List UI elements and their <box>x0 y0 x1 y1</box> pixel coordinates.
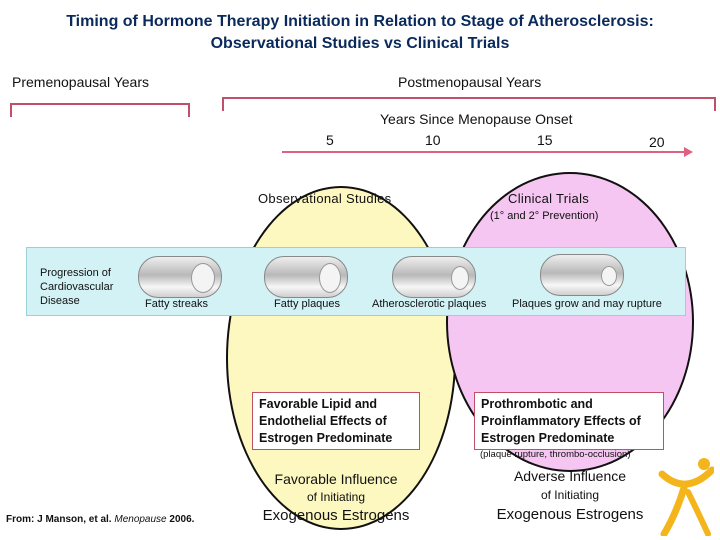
favorable-influence-object: Exogenous Estrogens <box>262 507 410 524</box>
timeline-arrow <box>282 147 693 157</box>
adverse-influence-headline: Adverse Influence <box>513 468 627 484</box>
postmenopausal-bracket <box>222 97 716 111</box>
citation-year: 2006. <box>169 514 195 525</box>
adverse-effects-line-2: Proinflammatory Effects of <box>481 414 641 428</box>
favorable-influence: Favorable Influence of Initiating Exogen… <box>226 470 446 526</box>
favorable-influence-sub: of Initiating <box>306 490 366 504</box>
observational-studies-label: Observational Studies <box>258 191 392 206</box>
adverse-effects-box: Prothrombotic and Proinflammatory Effect… <box>474 392 664 450</box>
citation-journal: Menopause <box>114 514 167 525</box>
adverse-effects-line-3: Estrogen Predominate <box>481 431 615 445</box>
timeline-label: Years Since Menopause Onset <box>380 111 573 127</box>
adverse-effects-note: (plaque rupture, thrombo-occlusion) <box>480 449 631 460</box>
premenopausal-bracket <box>10 103 190 117</box>
timeline-tick-20: 20 <box>649 134 665 150</box>
premenopausal-label: Premenopausal Years <box>12 74 149 90</box>
figure-logo-icon <box>658 458 714 536</box>
citation-prefix: From: J Manson, et al. <box>6 514 112 525</box>
artery-ruptured-plaque <box>540 254 624 296</box>
favorable-influence-headline: Favorable Influence <box>274 471 398 487</box>
favorable-effects-line-1: Favorable Lipid and <box>259 397 378 411</box>
artery-fatty-streaks <box>138 256 222 298</box>
citation: From: J Manson, et al. Menopause 2006. <box>6 514 194 525</box>
stage-atherosclerotic-plaques: Atherosclerotic plaques <box>372 298 487 310</box>
artery-atherosclerotic-plaques <box>392 256 476 298</box>
adverse-influence: Adverse Influence of Initiating Exogenou… <box>460 467 680 525</box>
stage-plaques-rupture: Plaques grow and may rupture <box>512 298 662 310</box>
progression-label-line-3: Disease <box>40 295 80 307</box>
timeline-tick-5: 5 <box>326 132 334 148</box>
observational-studies-circle <box>226 186 456 530</box>
progression-label: Progression of Cardiovascular Disease <box>40 266 113 308</box>
adverse-influence-sub: of Initiating <box>540 488 600 502</box>
favorable-effects-line-3: Estrogen Predominate <box>259 431 393 445</box>
timeline-tick-15: 15 <box>537 132 553 148</box>
postmenopausal-label: Postmenopausal Years <box>398 74 542 90</box>
progression-label-line-1: Progression of <box>40 267 111 279</box>
favorable-effects-box: Favorable Lipid and Endothelial Effects … <box>252 392 420 450</box>
adverse-effects-line-1: Prothrombotic and <box>481 397 593 411</box>
adverse-influence-object: Exogenous Estrogens <box>496 506 644 523</box>
favorable-effects-line-2: Endothelial Effects of <box>259 414 387 428</box>
artery-fatty-plaques <box>264 256 348 298</box>
title-line-2: Observational Studies vs Clinical Trials <box>210 35 510 52</box>
clinical-trials-note: (1° and 2° Prevention) <box>490 210 599 222</box>
progression-label-line-2: Cardiovascular <box>40 281 114 293</box>
stage-fatty-streaks: Fatty streaks <box>145 298 208 310</box>
timeline-tick-10: 10 <box>425 132 441 148</box>
title-line-1: Timing of Hormone Therapy Initiation in … <box>66 13 654 30</box>
stage-fatty-plaques: Fatty plaques <box>274 298 341 310</box>
clinical-trials-label: Clinical Trials <box>508 191 590 206</box>
